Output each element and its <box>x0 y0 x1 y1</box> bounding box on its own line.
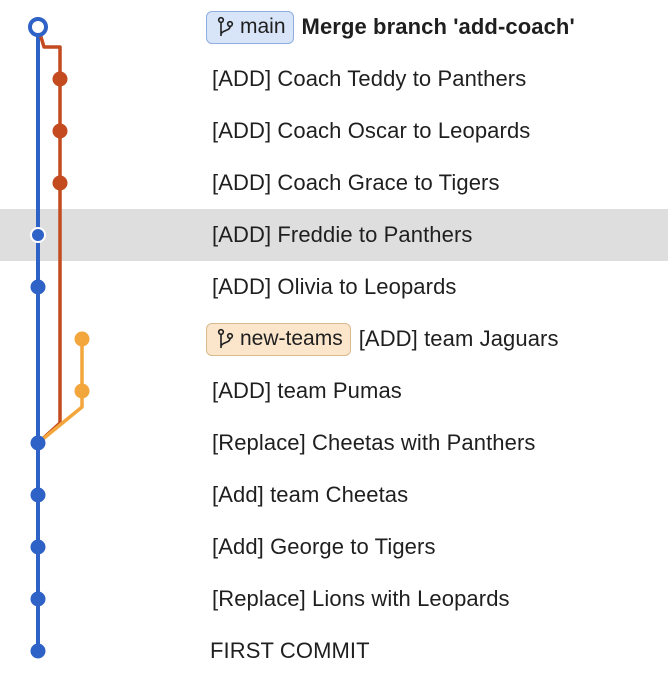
commit-row[interactable]: [Add] team Cheetas <box>0 469 668 521</box>
commit-row[interactable]: [ADD] Coach Grace to Tigers <box>0 157 668 209</box>
commit-message: [ADD] Coach Oscar to Leopards <box>212 118 531 143</box>
commit-row-selected[interactable]: [ADD] Freddie to Panthers <box>0 209 668 261</box>
commit-node <box>30 539 46 555</box>
branch-icon <box>217 328 234 348</box>
commit-node <box>74 383 90 399</box>
commit-row[interactable]: [Replace] Lions with Leopards <box>0 573 668 625</box>
commit-message: [ADD] Freddie to Panthers <box>212 222 473 247</box>
commit-message: FIRST COMMIT <box>210 638 370 663</box>
commit-row-add-team-jaguars[interactable]: new-teams [ADD] team Jaguars <box>0 313 668 365</box>
commit-message: [Add] team Cheetas <box>212 482 409 507</box>
commit-graph <box>28 17 90 659</box>
commit-message: Merge branch 'add-coach' <box>301 14 575 39</box>
commit-message: [ADD] Coach Grace to Tigers <box>212 170 500 195</box>
commit-node <box>74 331 90 347</box>
commit-node <box>52 175 68 191</box>
branch-badge-label: main <box>240 15 286 38</box>
commit-node <box>30 487 46 503</box>
commit-row[interactable]: [ADD] Coach Oscar to Leopards <box>0 105 668 157</box>
commit-node <box>30 435 46 451</box>
commit-node-selected <box>30 227 46 243</box>
commit-node <box>30 591 46 607</box>
commit-row-merge-add-coach[interactable]: main Merge branch 'add-coach' <box>0 1 668 53</box>
commit-node <box>52 71 68 87</box>
commit-node <box>30 279 46 295</box>
commit-message: [ADD] Olivia to Leopards <box>212 274 457 299</box>
commit-row[interactable]: [ADD] Olivia to Leopards <box>0 261 668 313</box>
commit-message: [Add] George to Tigers <box>212 534 436 559</box>
commit-row[interactable]: [Add] George to Tigers <box>0 521 668 573</box>
branch-badge-new-teams[interactable]: new-teams <box>206 322 351 356</box>
commit-message: [Replace] Lions with Leopards <box>212 586 510 611</box>
branch-badge-main[interactable]: main <box>206 10 294 44</box>
commit-row[interactable]: FIRST COMMIT <box>0 625 668 677</box>
commit-message: [ADD] team Pumas <box>212 378 402 403</box>
commit-message: [Replace] Cheetas with Panthers <box>212 430 536 455</box>
commit-row[interactable]: [ADD] Coach Teddy to Panthers <box>0 53 668 105</box>
commit-row[interactable]: [ADD] team Pumas <box>0 365 668 417</box>
commit-row[interactable]: [Replace] Cheetas with Panthers <box>0 417 668 469</box>
branch-icon <box>217 16 234 36</box>
commit-node <box>30 643 46 659</box>
head-commit-node <box>28 17 48 37</box>
commit-message: [ADD] team Jaguars <box>358 326 559 351</box>
new-teams-branch-line <box>36 339 84 445</box>
branch-badge-label: new-teams <box>240 327 343 350</box>
commit-node <box>52 123 68 139</box>
commit-message: [ADD] Coach Teddy to Panthers <box>212 66 527 91</box>
